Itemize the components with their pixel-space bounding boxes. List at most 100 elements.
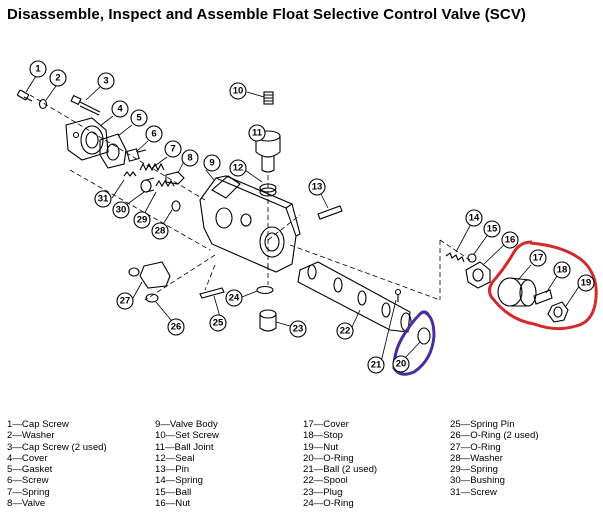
callouts (29, 60, 595, 374)
callout-label: 9 (209, 158, 214, 169)
legend-item: 16—Nut (155, 498, 191, 510)
exploded-view-diagram: 1 2 3 4 5 6 7 8 9 10 11 12 13 14 15 16 1… (16, 60, 598, 376)
callout-label: 4 (117, 104, 123, 115)
washer-part (38, 98, 48, 110)
set-screw-part (263, 91, 274, 105)
red-highlight-mark (488, 240, 598, 331)
callout-15 (483, 220, 501, 238)
legend-column-2: 9—Valve Body 10—Set Screw 11—Ball Joint … (155, 419, 219, 509)
spring-part-29 (155, 179, 175, 188)
callout-label: 25 (213, 318, 224, 329)
valve-body-part (199, 175, 301, 273)
legend-item: 31—Screw (450, 486, 497, 498)
callout-label: 7 (170, 144, 175, 155)
callout-label: 12 (233, 163, 244, 174)
callout-25 (209, 314, 227, 332)
callout-label: 26 (171, 322, 182, 333)
spring-right-part (445, 252, 465, 263)
legend-column-3: 17—Cover 18—Stop 19—Nut 20—O-Ring 21—Bal… (303, 419, 377, 509)
legend-item: 26—O-Ring (2 used) (450, 430, 539, 442)
callout-31 (94, 190, 112, 208)
callout-label: 21 (371, 360, 382, 371)
valve-part (165, 171, 185, 185)
cap-screw-long-part (70, 94, 101, 116)
o-ring-part-26 (145, 293, 159, 303)
o-ring-square-part (128, 261, 171, 289)
callout-20 (392, 355, 410, 373)
callout-label: 10 (233, 86, 244, 97)
legend-item: 6—Screw (7, 475, 49, 487)
legend-item: 20—O-Ring (303, 452, 354, 464)
seal-part (259, 183, 277, 197)
callout-1 (29, 60, 47, 78)
legend-item: 22—Spool (303, 475, 348, 487)
legend-item: 28—Washer (450, 452, 503, 464)
callout-17 (529, 249, 547, 267)
callout-18 (553, 261, 571, 279)
callout-label: 11 (252, 128, 263, 139)
callout-label: 17 (533, 253, 544, 264)
callout-label: 6 (151, 129, 156, 140)
callout-label: 14 (469, 213, 480, 224)
screw-part-31 (123, 171, 137, 177)
callout-9 (203, 154, 221, 172)
ball-part (467, 253, 477, 263)
legend-item: 10—Set Screw (155, 430, 219, 442)
legend-item: 14—Spring (155, 475, 203, 487)
callout-label: 29 (137, 215, 148, 226)
callout-label: 15 (487, 224, 498, 235)
o-ring-part-24 (256, 285, 274, 295)
legend-item: 1—Cap Screw (7, 419, 69, 430)
callout-label: 19 (581, 278, 592, 289)
legend-column-4: 25—Spring Pin 26—O-Ring (2 used) 27—O-Ri… (450, 419, 539, 498)
legend-item: 27—O-Ring (450, 441, 501, 453)
screw-part (126, 148, 147, 162)
callout-21 (367, 356, 385, 374)
o-ring-part-20 (417, 327, 431, 345)
callout-label: 20 (396, 359, 407, 370)
callout-8 (181, 149, 199, 167)
legend-item: 21—Ball (2 used) (303, 464, 378, 476)
legend-item: 12—Seal (155, 452, 195, 464)
callout-label: 23 (293, 324, 304, 335)
callout-label: 22 (340, 326, 351, 337)
legend-item: 13—Pin (155, 464, 190, 476)
callout-label: 24 (229, 293, 240, 304)
page-title: Disassemble, Inspect and Assemble Float … (7, 6, 527, 23)
ball-small-part (394, 288, 402, 302)
callout-12 (229, 159, 247, 177)
pin-part (317, 205, 343, 220)
legend-item: 2—Washer (7, 430, 55, 442)
callout-28 (151, 222, 169, 240)
legend-item: 7—Spring (7, 486, 50, 498)
legend-item: 15—Ball (155, 486, 192, 498)
bushing-part (140, 177, 155, 193)
callout-label: 18 (557, 265, 568, 276)
callout-label: 31 (98, 194, 109, 205)
callout-16 (501, 231, 519, 249)
callout-label: 27 (120, 296, 131, 307)
nut-right-part (547, 301, 569, 323)
callout-11 (248, 124, 266, 142)
legend-item: 17—Cover (303, 419, 349, 430)
callout-14 (465, 209, 483, 227)
callout-13 (308, 178, 326, 196)
callout-label: 1 (35, 64, 41, 75)
callout-7 (164, 140, 182, 158)
callout-labels: 1 2 3 4 5 6 7 8 9 10 11 12 13 14 15 16 1… (35, 64, 591, 371)
legend-item: 4—Cover (7, 452, 48, 464)
callout-label: 30 (116, 205, 127, 216)
callout-label: 13 (312, 182, 323, 193)
callout-label: 2 (55, 73, 60, 84)
callout-3 (97, 72, 115, 90)
legend-item: 29—Spring (450, 464, 498, 476)
nut-part (465, 261, 491, 289)
legend-item: 8—Valve (7, 498, 46, 510)
gasket-part (99, 133, 127, 169)
callout-29 (133, 211, 151, 229)
callout-2 (49, 69, 67, 87)
spring-pin-part (199, 287, 225, 299)
callout-23 (289, 320, 307, 338)
callout-label: 3 (103, 76, 108, 87)
legend-column-1: 1—Cap Screw 2—Washer 3—Cap Screw (2 used… (7, 419, 107, 509)
